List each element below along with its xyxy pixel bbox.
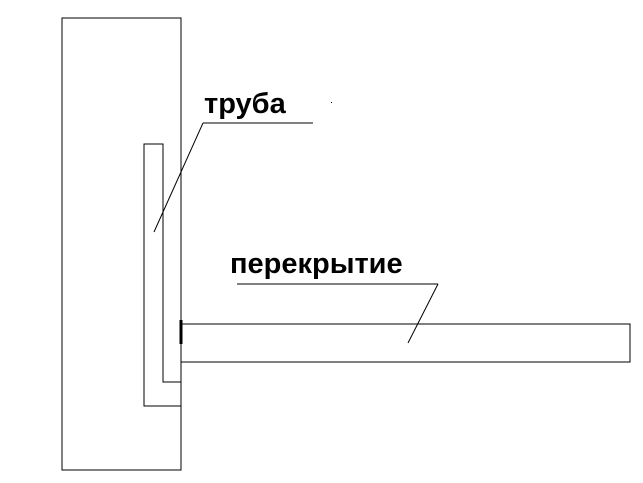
pipe — [143, 143, 181, 407]
slab-leader-pointer — [407, 283, 439, 344]
pipe-label: труба — [204, 88, 287, 120]
stray-dot — [331, 102, 332, 103]
pipe-leader — [153, 122, 313, 233]
pipe-leader-pointer — [153, 122, 204, 233]
wall — [61, 17, 182, 471]
slab-label: перекрытие — [230, 248, 403, 280]
pipe-outer-outline — [143, 143, 181, 407]
slab — [180, 323, 631, 363]
slab-leader — [237, 283, 439, 344]
